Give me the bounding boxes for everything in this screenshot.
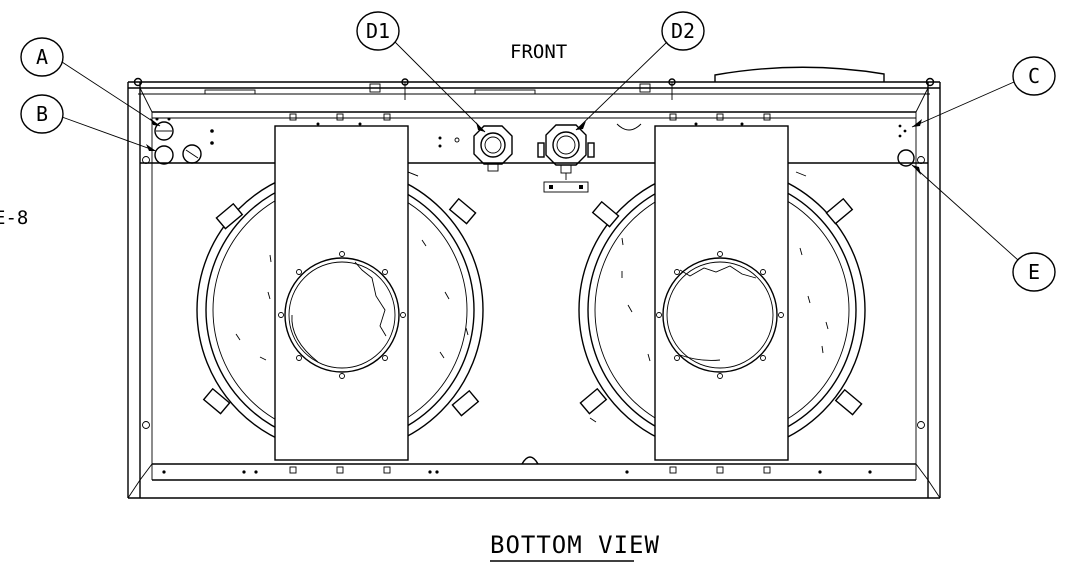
port-a: [154, 121, 174, 141]
callout-b-label: B: [36, 102, 48, 126]
callout-c: C: [911, 56, 1056, 128]
callout-d1-label: D1: [366, 19, 390, 43]
callout-d2-label: D2: [671, 19, 695, 43]
fitting-d1: [473, 125, 513, 172]
top-band-components: [154, 113, 915, 193]
callout-b: B: [20, 94, 157, 152]
fitting-d2: [537, 124, 595, 180]
duct-panel-left: [274, 125, 419, 461]
bottom-band-details: [162, 456, 872, 474]
port-b: [154, 145, 174, 165]
callout-a: A: [20, 37, 161, 127]
view-title: BOTTOM VIEW: [490, 531, 660, 559]
side-fragment-label: E-8: [0, 207, 28, 229]
callout-e-label: E: [1028, 260, 1040, 284]
callout-d1: D1: [356, 11, 486, 133]
front-label: FRONT: [510, 41, 567, 63]
callout-c-label: C: [1028, 64, 1040, 88]
cabinet-outline: [127, 66, 941, 499]
callout-e: E: [911, 164, 1056, 292]
duct-panel-right: [654, 125, 789, 461]
port-e: [897, 149, 915, 167]
callout-a-label: A: [36, 45, 48, 69]
callout-d2: D2: [575, 11, 705, 131]
